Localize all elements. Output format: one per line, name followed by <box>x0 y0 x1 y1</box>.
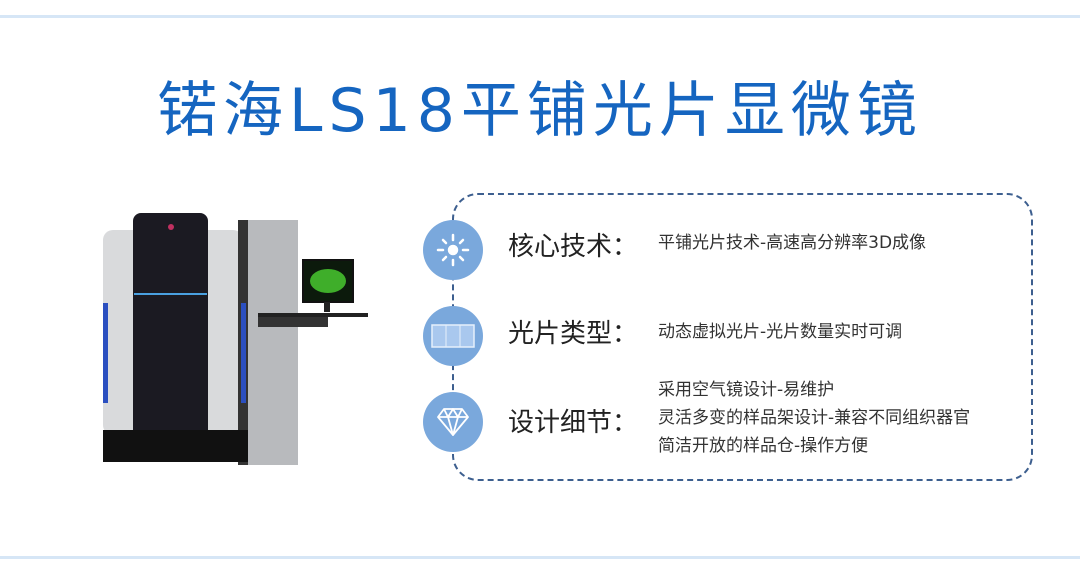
feature-desc-core-tech: 平铺光片技术-高速高分辨率3D成像 <box>658 233 927 253</box>
feature-desc-sheet-type: 动态虚拟光片-光片数量实时可调 <box>658 322 903 342</box>
microscope-image <box>98 205 378 474</box>
light-sheet-icon <box>423 306 483 366</box>
page-title: 锘海LS18平铺光片显微镜 <box>157 76 923 146</box>
light-icon <box>423 220 483 280</box>
feature-desc-design-3: 简洁开放的样品仓-操作方便 <box>658 436 869 456</box>
bottom-divider <box>0 556 1080 559</box>
feature-desc-design-2: 灵活多变的样品架设计-兼容不同组织器官 <box>658 408 971 428</box>
diamond-icon <box>423 392 483 452</box>
feature-heading-design: 设计细节： <box>508 408 639 438</box>
feature-heading-sheet-type: 光片类型： <box>508 319 639 349</box>
feature-desc-design-1: 采用空气镜设计-易维护 <box>658 380 835 400</box>
top-divider <box>0 15 1080 18</box>
feature-heading-core-tech: 核心技术： <box>508 232 639 262</box>
